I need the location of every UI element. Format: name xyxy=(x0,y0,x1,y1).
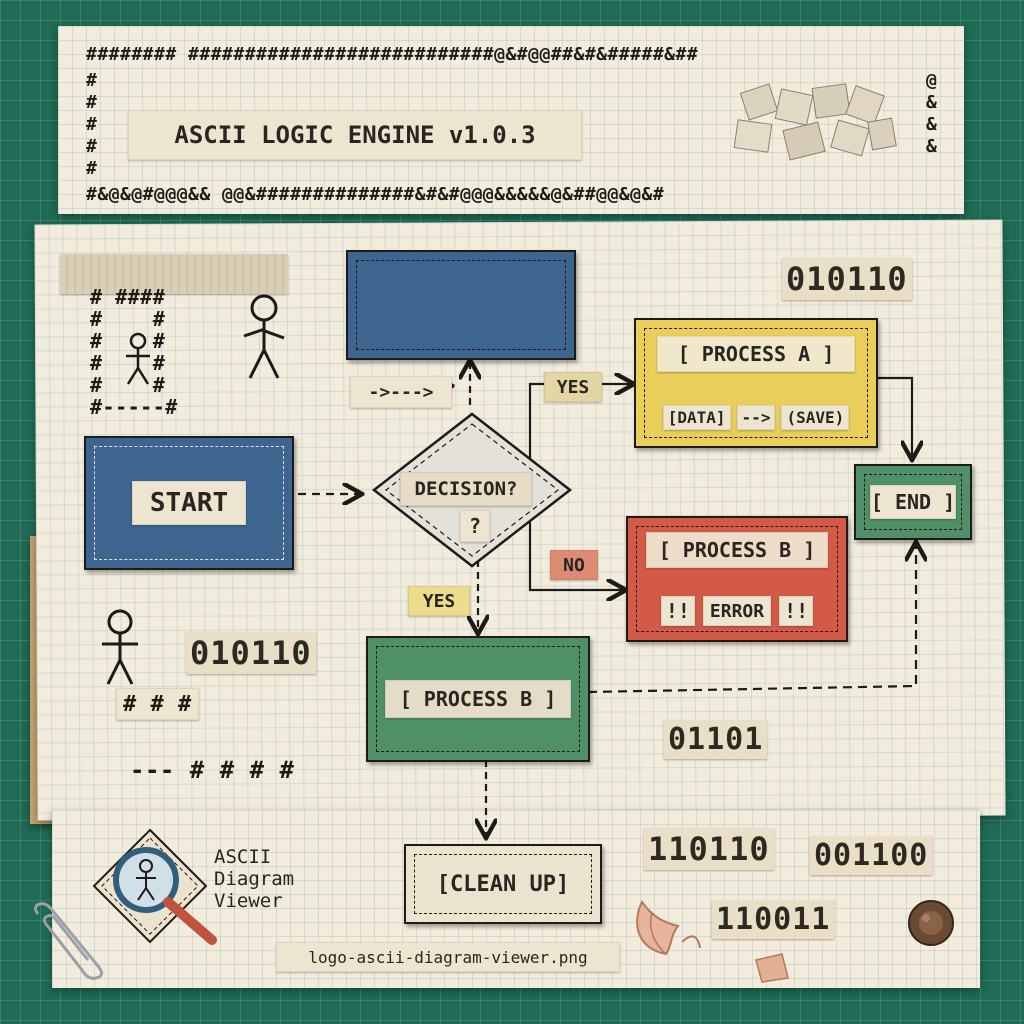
magnifier-logo-icon xyxy=(92,828,217,945)
cleanup-label-text: [CLEAN UP] xyxy=(436,871,570,897)
process-a-data-row: [DATA] --> (SAVE) xyxy=(662,404,850,430)
pushpin-icon xyxy=(908,900,954,946)
process-b-error-node[interactable]: [ PROCESS B ] !! ERROR !! xyxy=(626,516,848,642)
paperclip-icon xyxy=(33,902,103,980)
logo-text: ASCII Diagram Viewer xyxy=(214,846,294,912)
process-a-title: [ PROCESS A ] xyxy=(657,336,855,373)
logo-filename: logo-ascii-diagram-viewer.png xyxy=(276,942,620,972)
stick-figure-icon xyxy=(243,294,285,379)
stick-figure-icon xyxy=(102,609,138,685)
header-border-top: ######## ###########################@&#@… xyxy=(86,44,699,65)
hash-row-1: # # # xyxy=(116,688,199,720)
header-banner: ######## ###########################@&#@… xyxy=(58,26,964,214)
end-label: [ END ] xyxy=(870,485,956,519)
bits-bottom-2: 001100 xyxy=(810,836,933,875)
logo-line-2: Diagram xyxy=(214,868,295,890)
error-bang-left: !! xyxy=(660,596,695,626)
process-a-title-text: [ PROCESS A ] xyxy=(677,342,835,367)
process-a-data: [DATA] xyxy=(662,404,731,430)
hash-row-2: --- # # # # xyxy=(130,756,295,784)
newspaper-scrap xyxy=(60,254,288,294)
header-border-bottom: #&@&@#@@@&& @@&##############&#&#@@@&&&&… xyxy=(86,184,665,205)
process-b-label-text: [ PROCESS B ] xyxy=(399,687,557,711)
process-b-error-title: [ PROCESS B ] xyxy=(646,532,828,568)
decision-label-text: DECISION? xyxy=(414,478,518,500)
end-label-text: [ END ] xyxy=(870,490,956,514)
process-a-node[interactable]: [ PROCESS A ] [DATA] --> (SAVE) xyxy=(634,318,878,448)
decision-label: DECISION? xyxy=(400,472,532,506)
process-a-arrow: --> xyxy=(736,404,776,430)
arrow-label-text: ->---> xyxy=(368,381,434,403)
hash-maze: # #### # # # # # # # # #-----# xyxy=(90,285,178,419)
letter-scraps-icon xyxy=(733,83,897,161)
header-border-right: @ & & & xyxy=(926,70,938,157)
end-node[interactable]: [ END ] xyxy=(854,464,972,540)
error-label: ERROR xyxy=(702,596,772,626)
logo-line-3: Viewer xyxy=(214,890,283,912)
yes-label-right-text: YES xyxy=(556,376,590,398)
process-b-error-row: !! ERROR !! xyxy=(660,596,814,626)
error-bang-right: !! xyxy=(779,596,814,626)
logo-line-1: ASCII xyxy=(214,846,272,868)
cleanup-node[interactable]: [CLEAN UP] xyxy=(404,844,602,924)
process-b-label: [ PROCESS B ] xyxy=(385,680,571,718)
blue-block[interactable] xyxy=(346,250,576,360)
arrow-label: ->---> xyxy=(350,376,452,408)
stick-figure-icon xyxy=(126,332,150,385)
yes-label-down: YES xyxy=(408,586,470,616)
pencil-shaving-icon xyxy=(755,953,789,983)
app-title-text: ASCII LOGIC ENGINE v1.0.3 xyxy=(174,121,536,149)
start-label: START xyxy=(132,481,246,525)
pencil-shaving-icon xyxy=(636,900,701,956)
yes-label-down-text: YES xyxy=(422,590,456,612)
process-a-save: (SAVE) xyxy=(781,404,850,430)
process-b-error-title-text: [ PROCESS B ] xyxy=(658,538,816,562)
bits-bottom-3: 110011 xyxy=(712,900,835,939)
decision-q: ? xyxy=(460,510,490,542)
logo-filename-text: logo-ascii-diagram-viewer.png xyxy=(308,947,588,967)
app-title: ASCII LOGIC ENGINE v1.0.3 xyxy=(128,110,582,160)
no-label-text: NO xyxy=(563,554,585,576)
header-border-left: # # # # # xyxy=(86,70,98,179)
bits-left: 010110 xyxy=(186,632,316,674)
process-b-node[interactable]: [ PROCESS B ] xyxy=(366,636,590,762)
start-node[interactable]: START xyxy=(84,436,294,570)
no-label: NO xyxy=(550,550,598,580)
yes-label-right: YES xyxy=(544,372,602,402)
start-label-text: START xyxy=(149,488,229,518)
decision-q-text: ? xyxy=(468,514,482,538)
bits-bottom-1: 110110 xyxy=(644,828,774,870)
bits-top: 010110 xyxy=(782,258,912,300)
bits-mid: 01101 xyxy=(664,720,768,759)
